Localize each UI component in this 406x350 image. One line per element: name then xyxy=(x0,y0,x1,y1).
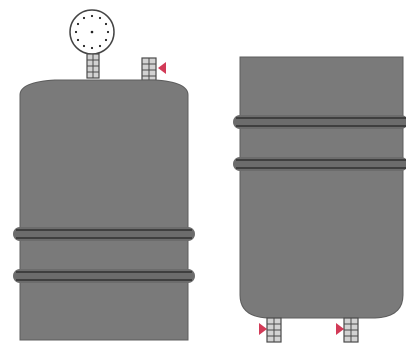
bottom-right-valve-nozzle xyxy=(336,317,359,343)
valve-arrow-icon xyxy=(336,323,344,335)
left-tank-hoop-1 xyxy=(13,227,195,241)
valve-arrow-icon xyxy=(158,62,166,74)
pressure-gauge-nozzle xyxy=(86,53,100,79)
top-valve-nozzle xyxy=(141,57,166,81)
left-tank-hoop-2 xyxy=(13,269,195,283)
right-tank-hoop-1 xyxy=(233,115,406,129)
pressure-gauge xyxy=(69,9,115,55)
gauge-tick-marks xyxy=(74,14,110,50)
right-tank-hoop-2 xyxy=(233,157,406,171)
left-tank-body xyxy=(19,79,189,341)
valve-arrow-icon xyxy=(259,323,267,335)
left-tank xyxy=(13,9,195,341)
right-tank xyxy=(233,56,406,343)
bottom-left-valve-nozzle xyxy=(259,317,282,343)
right-tank-body xyxy=(239,56,404,319)
